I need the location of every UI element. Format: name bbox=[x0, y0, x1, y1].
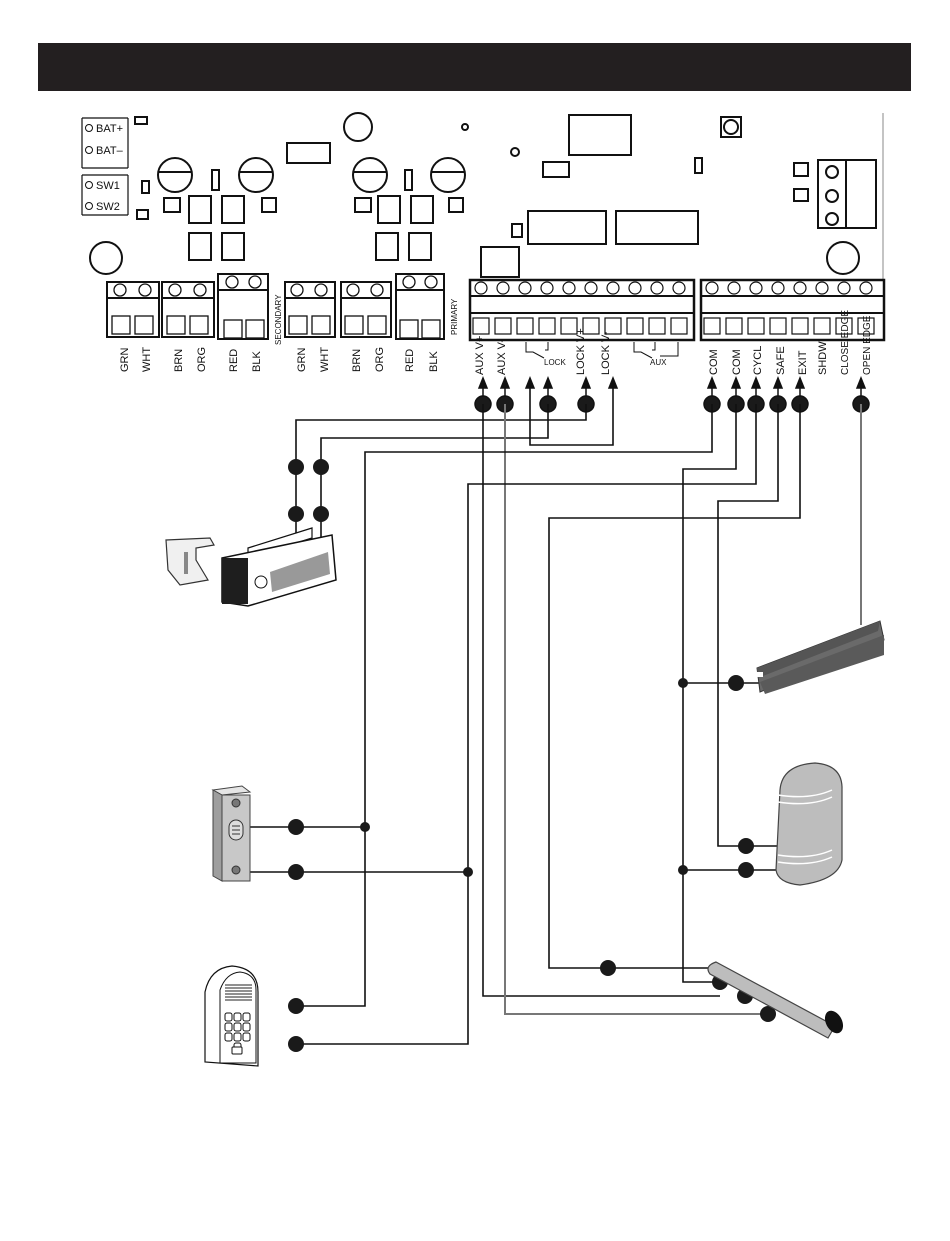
sec-wht-label: WHT bbox=[141, 347, 153, 372]
open-edge-label: OPEN EDGE bbox=[862, 315, 873, 375]
bat-plus-label: BAT+ bbox=[96, 123, 123, 135]
terminal-arrows bbox=[475, 378, 869, 412]
connector-dot bbox=[288, 864, 304, 880]
arrow-head-icon bbox=[796, 378, 804, 388]
primary-label: PRIMARY bbox=[450, 298, 459, 335]
safe-label: SAFE bbox=[775, 346, 787, 375]
bat-minus-label: BAT– bbox=[96, 145, 124, 157]
pcb-board: BAT+ BAT– SW1 SW2 bbox=[82, 113, 884, 375]
wire-aux-vminus bbox=[505, 404, 770, 1014]
pri-red-label: RED bbox=[404, 349, 416, 372]
connector-dot bbox=[288, 459, 304, 475]
keypad-key bbox=[225, 1013, 232, 1021]
arrow-head-icon bbox=[708, 378, 716, 388]
vehicle-loop-detector bbox=[708, 962, 847, 1038]
keypad-key bbox=[234, 1023, 241, 1031]
push-button bbox=[213, 786, 250, 881]
connector-dot bbox=[738, 838, 754, 854]
keypad-key bbox=[243, 1013, 250, 1021]
keypad-key bbox=[243, 1033, 250, 1041]
keypad-key bbox=[225, 1023, 232, 1031]
sec-grn-label: GRN bbox=[119, 348, 131, 373]
com2-label: COM bbox=[731, 349, 743, 375]
sec-org-label: ORG bbox=[196, 347, 208, 372]
keypad-key bbox=[234, 1013, 241, 1021]
arrow-head-icon bbox=[732, 378, 740, 388]
sw2-label: SW2 bbox=[96, 201, 120, 213]
arrow-head-icon bbox=[582, 378, 590, 388]
pcb-components bbox=[90, 113, 876, 277]
arrow-head-icon bbox=[544, 378, 552, 388]
arrow-head-icon bbox=[752, 378, 760, 388]
aux-relay-label: AUX bbox=[650, 358, 667, 367]
connector-dot bbox=[288, 998, 304, 1014]
keypad bbox=[205, 966, 258, 1066]
pri-blk-label: BLK bbox=[428, 351, 440, 372]
aux-v-minus-label: AUX V- bbox=[496, 339, 508, 375]
lock-v-minus-label: LOCK V- bbox=[600, 331, 612, 375]
arrow-head-icon bbox=[857, 378, 865, 388]
edge-sensor bbox=[757, 621, 884, 694]
com1-label: COM bbox=[708, 349, 720, 375]
pri-org-label: ORG bbox=[374, 347, 386, 372]
connector-dot bbox=[288, 506, 304, 522]
lock-relay-label: LOCK bbox=[544, 358, 566, 367]
keypad-key bbox=[234, 1033, 241, 1041]
sw1-label: SW1 bbox=[96, 180, 120, 192]
connector-dot bbox=[738, 862, 754, 878]
keypad-key bbox=[225, 1033, 232, 1041]
secondary-terminal-blocks: GRN WHT BRN ORG RED BLK SECONDARY bbox=[107, 274, 283, 372]
wire-aux-vplus bbox=[483, 404, 720, 996]
sec-blk-label: BLK bbox=[251, 351, 263, 372]
pri-grn-label: GRN bbox=[296, 348, 308, 373]
wire-lock-relay bbox=[321, 404, 548, 467]
connector-dot bbox=[728, 675, 744, 691]
input-terminal-strip: COM COM CYCL SAFE EXIT SHDW CLOSE EDGE O… bbox=[701, 280, 884, 375]
arrow-head-icon bbox=[479, 378, 487, 388]
electric-strike-lock bbox=[166, 528, 336, 606]
shdw-label: SHDW bbox=[817, 341, 829, 375]
wire-com2 bbox=[683, 404, 736, 982]
pri-wht-label: WHT bbox=[319, 347, 331, 372]
secondary-label: SECONDARY bbox=[274, 294, 283, 345]
pri-brn-label: BRN bbox=[351, 349, 363, 372]
primary-terminal-blocks: GRN WHT BRN ORG RED BLK PRIMARY bbox=[285, 274, 459, 372]
arrow-head-icon bbox=[501, 378, 509, 388]
wiring bbox=[250, 380, 861, 1044]
close-edge-label: CLOSE EDGE bbox=[840, 310, 851, 375]
wire-connectors bbox=[288, 459, 776, 1052]
lock-v-plus-label: LOCK V+ bbox=[575, 328, 587, 375]
wire-safe bbox=[718, 404, 780, 846]
aux-v-plus-label: AUX V+ bbox=[474, 336, 486, 375]
connector-dot bbox=[313, 506, 329, 522]
connector-dot bbox=[288, 1036, 304, 1052]
cycl-label: CYCL bbox=[752, 346, 764, 375]
arrow-head-icon bbox=[774, 378, 782, 388]
wire-lock-vplus bbox=[296, 404, 586, 467]
sec-brn-label: BRN bbox=[173, 349, 185, 372]
wire-lock-loop bbox=[530, 380, 613, 445]
power-relay-terminal-strip: AUX V+ AUX V- LOCK V+ LOCK V- LOCK AUX bbox=[470, 280, 694, 375]
sec-red-label: RED bbox=[228, 349, 240, 372]
exit-label: EXIT bbox=[797, 350, 809, 375]
connector-dot bbox=[600, 960, 616, 976]
connector-dot bbox=[288, 819, 304, 835]
connector-dot bbox=[313, 459, 329, 475]
junction-dots bbox=[360, 678, 688, 877]
keypad-key bbox=[243, 1023, 250, 1031]
photo-eye-sensor bbox=[776, 763, 842, 885]
